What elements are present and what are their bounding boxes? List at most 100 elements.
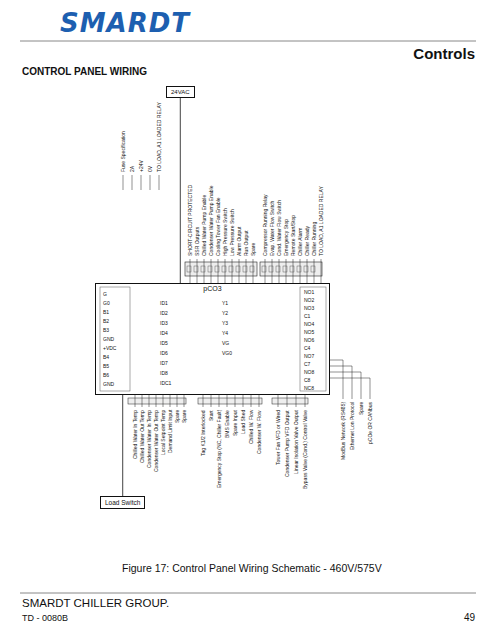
document-number: TD - 0080B	[22, 613, 68, 624]
pin-name: NO1	[304, 289, 314, 295]
pin-name: ID5	[160, 340, 168, 346]
terminal	[276, 266, 280, 272]
pin-name: NO2	[304, 297, 314, 303]
transformer-box: 24VAC	[166, 86, 195, 98]
pin-name: ID8	[160, 370, 168, 376]
digital-input-label: Start	[208, 410, 214, 421]
output-label: Condenser Water Pump Enable	[208, 186, 214, 256]
wire	[150, 175, 151, 190]
relay-label: Evap. Water Flow Switch	[269, 201, 275, 256]
wire	[132, 175, 133, 190]
digital-input-label: Condenser W. Flow	[256, 410, 262, 454]
output-label: Run Output	[243, 230, 249, 256]
pin-name: ID4	[160, 330, 168, 336]
relay-label: Compressor Running Relay	[262, 195, 268, 256]
relay-label: Emergency Stop	[283, 219, 289, 256]
connector-block	[100, 287, 130, 391]
relay-label: Chiller Running	[311, 222, 317, 256]
pin-name: NO8	[304, 369, 314, 375]
sensor-input-label: Condenser Water In Temp	[146, 410, 152, 468]
pin-name: C1	[304, 313, 310, 319]
pin-name: G	[103, 291, 107, 297]
sensor-input-label: Condenser Water Out Temp	[153, 410, 159, 472]
wire	[225, 259, 226, 283]
wire	[265, 259, 266, 283]
wire	[204, 259, 205, 283]
wire	[278, 395, 279, 407]
wire	[286, 259, 287, 283]
relay-label: Cond. Water Flow Switch	[276, 200, 282, 256]
supply-label: +24V	[138, 160, 144, 172]
wire	[159, 175, 160, 190]
wire	[232, 259, 233, 283]
wire	[227, 395, 228, 407]
pin-name: NO6	[304, 337, 314, 343]
pin-name: GND	[103, 381, 114, 387]
wire	[259, 395, 260, 407]
node-label: Load Switch	[105, 499, 140, 506]
digital-input-label: Chilled W. Flow	[248, 410, 254, 444]
output-label: Cooling Tower Fan Enable	[215, 197, 221, 256]
pin-name: ID7	[160, 360, 168, 366]
power-wire	[122, 395, 123, 496]
wire	[314, 259, 315, 283]
pin-name: B6	[103, 372, 109, 378]
pin-name: NO7	[304, 353, 314, 359]
terminal	[222, 266, 226, 272]
pin-name: NO3	[304, 305, 314, 311]
pin-name: Y3	[222, 320, 228, 326]
node-label: 24VAC	[171, 89, 190, 95]
wire	[219, 395, 220, 407]
footer-rule	[20, 593, 476, 594]
terminal	[229, 266, 233, 272]
pin-name: ID1	[160, 300, 168, 306]
analog-output-label: Linear Isolation Valve Output	[293, 410, 299, 474]
terminal	[208, 266, 212, 272]
wire	[141, 175, 142, 190]
sensor-input-label: Spare	[181, 410, 187, 423]
terminal-strip	[272, 398, 308, 404]
terminal	[250, 266, 254, 272]
terminal	[194, 266, 198, 272]
wire	[307, 259, 308, 283]
pin-name: B1	[103, 309, 109, 315]
pin-name: Y1	[222, 300, 228, 306]
pin-name: Y4	[222, 330, 228, 336]
network-label: pCOe OR CANbus	[367, 402, 373, 444]
pin-name: Y2	[222, 310, 228, 316]
output-label: SSR Outputs	[194, 227, 200, 256]
pin-name: IDC1	[160, 380, 171, 386]
analog-output-label: Condenser Pump VFD Output	[284, 410, 290, 477]
pin-name: C8	[304, 377, 310, 383]
wire	[135, 395, 136, 407]
output-label: Alarm Output	[236, 227, 242, 256]
wire	[300, 259, 301, 283]
pin-name: VG	[222, 340, 229, 346]
relay-label: TO LOAD, A1 LOADED RELAY	[318, 186, 324, 256]
terminal	[290, 266, 294, 272]
wire	[243, 395, 244, 407]
sensor-input-label: Spare	[174, 410, 180, 423]
wire	[330, 372, 361, 399]
wire	[330, 378, 370, 399]
sensor-input-label: Demand Limit Input	[167, 410, 173, 453]
wire	[156, 395, 157, 407]
terminal	[243, 266, 247, 272]
wire	[184, 395, 185, 407]
output-label: High Pressure Switch	[222, 208, 228, 256]
terminal	[283, 266, 287, 272]
wire	[296, 395, 297, 407]
wire	[190, 259, 191, 283]
pin-name: C7	[304, 361, 310, 367]
digital-input-label: Load Shed	[240, 410, 246, 434]
pin-name: NC8	[304, 385, 314, 391]
pin-name: VG0	[222, 350, 232, 356]
logo: SMARDT	[60, 8, 190, 39]
analog-output-label: Tower Fan VFD or Wired	[275, 410, 281, 465]
section-title: CONTROL PANEL WIRING	[22, 66, 147, 78]
digital-input-label: BMS Enable	[224, 410, 230, 438]
pin-name: B2	[103, 318, 109, 324]
footer-company: SMARDT CHILLER GROUP.	[22, 597, 169, 611]
